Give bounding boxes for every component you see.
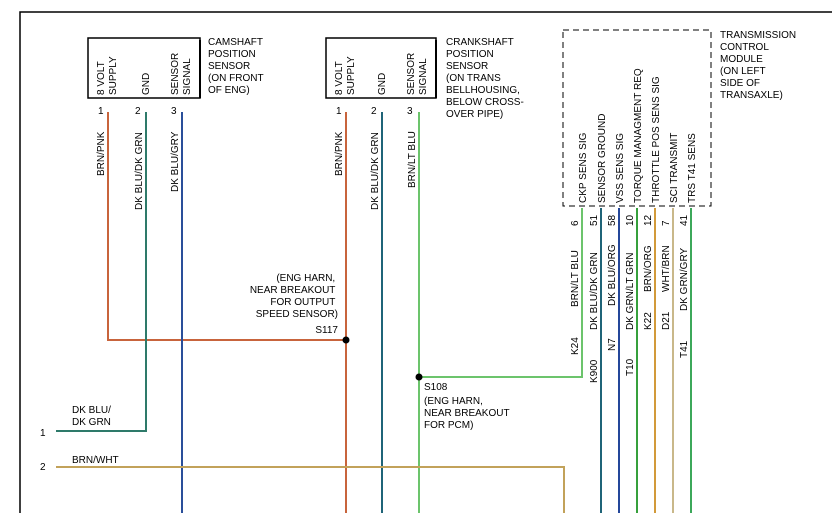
tcm-pin-circuit: N7 [607, 338, 618, 351]
cam-pin3-wire: DK BLU/GRY [170, 131, 181, 192]
splice-s108-note: (ENG HARN, NEAR BREAKOUT FOR PCM) [424, 396, 512, 431]
wire-cam-supply [107, 112, 346, 341]
connector-1-wire: DK BLU/ DK GRN [72, 405, 114, 428]
tcm-pin-signal: VSS SENS SIG [615, 133, 626, 203]
wire-ckp-sens-sig [419, 208, 583, 378]
tcm-pin-circuit: K22 [643, 312, 654, 330]
tcm-pin-circuit: T10 [625, 358, 636, 376]
diagram-frame [19, 11, 832, 513]
splice-s117-dot [342, 336, 350, 344]
tcm-box [562, 29, 712, 207]
cam-pin3-name: SENSORSIGNAL [170, 53, 193, 95]
tcm-pin-wire: DK GRN/GRY [679, 248, 690, 311]
tcm-pin-signal: CKP SENS SIG [578, 132, 589, 203]
cam-pin3-number: 3 [171, 106, 177, 117]
tcm-pin-signal: THROTTLE POS SENS SIG [651, 76, 662, 203]
connector-2-number: 2 [40, 462, 46, 473]
crank-pin2-number: 2 [371, 106, 377, 117]
tcm-pin-wire: BRN/ORG [643, 245, 654, 292]
cam-pin1-number: 1 [98, 106, 104, 117]
camshaft-sensor: CAMSHAFT POSITION SENSOR (ON FRONT OF EN… [87, 37, 266, 210]
tcm-pin-number: 41 [679, 214, 690, 226]
tcm-label: TRANSMISSION CONTROL MODULE (ON LEFT SID… [720, 30, 799, 101]
wire-connector-2 [56, 466, 565, 513]
tcm-pin-wire: DK GRN/LT GRN [625, 253, 636, 330]
crank-pin2-name: GND [377, 73, 388, 95]
tcm-pin-signal: TORQUE MANAGMENT REQ [633, 68, 644, 203]
tcm-pin-signal: SCI TRANSMIT [669, 133, 680, 203]
splice-s117-id: S117 [315, 325, 338, 336]
splice-s117-note: (ENG HARN, NEAR BREAKOUT FOR OUTPUT SPEE… [250, 273, 338, 320]
crank-pin1-name: 8 VOLTSUPPLY [334, 56, 357, 95]
crank-pin3-wire: BRN/LT BLU [407, 131, 418, 188]
crankshaft-sensor: CRANKSHAFT POSITION SENSOR (ON TRANS BEL… [325, 37, 527, 210]
tcm-pin-number: 7 [661, 220, 672, 226]
connector-2-wire: BRN/WHT [72, 455, 119, 466]
tcm-pin-number: 51 [589, 214, 600, 226]
tcm-pin-signal: TRS T41 SENS [687, 133, 698, 203]
tcm-pin-wire: WHT/BRN [661, 245, 672, 292]
crankshaft-sensor-label: CRANKSHAFT POSITION SENSOR (ON TRANS BEL… [446, 37, 527, 120]
crank-pin1-wire: BRN/PNK [334, 131, 345, 176]
tcm-pin-number: 6 [570, 220, 581, 226]
tcm-pin-wire: DK BLU/ORG [607, 244, 618, 306]
cam-pin2-wire: DK BLU/DK GRN [134, 132, 145, 210]
cam-pin1-wire: BRN/PNK [96, 131, 107, 176]
tcm-pin-circuit: T41 [679, 340, 690, 358]
crank-pin3-number: 3 [407, 106, 413, 117]
crank-pin1-number: 1 [336, 106, 342, 117]
wire-cam-ground [56, 112, 147, 432]
splice-s108-dot [415, 373, 423, 381]
wires [56, 112, 692, 513]
cam-pin1-name: 8 VOLTSUPPLY [96, 56, 119, 95]
tcm-pin-signal: SENSOR GROUND [597, 114, 608, 203]
tcm-pin-circuit: D21 [661, 311, 672, 330]
tcm-pin-number: 58 [607, 214, 618, 226]
crank-pin2-wire: DK BLU/DK GRN [370, 132, 381, 210]
tcm-pin-circuit: K24 [570, 337, 581, 355]
splice-s108-id: S108 [424, 382, 448, 393]
connector-1-number: 1 [40, 428, 46, 439]
camshaft-sensor-label: CAMSHAFT POSITION SENSOR (ON FRONT OF EN… [208, 37, 266, 96]
tcm-pin-wire: DK BLU/DK GRN [589, 252, 600, 330]
tcm-pin-circuit: K900 [589, 359, 600, 383]
tcm-pin-number: 12 [643, 214, 654, 226]
tcm-pin-wire: BRN/LT BLU [570, 250, 581, 307]
cam-pin2-name: GND [141, 73, 152, 95]
tcm-pin-number: 10 [625, 214, 636, 226]
transmission-control-module: TRANSMISSION CONTROL MODULE (ON LEFT SID… [562, 29, 799, 383]
crank-pin3-name: SENSORSIGNAL [406, 53, 429, 95]
cam-pin2-number: 2 [135, 106, 141, 117]
